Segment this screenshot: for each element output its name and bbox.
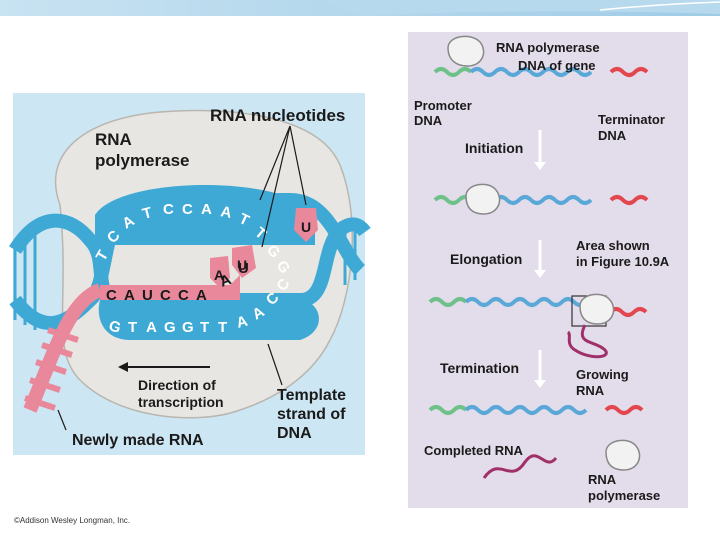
rna-polymerase-top-label: RNA polymerase — [496, 40, 600, 55]
svg-text:A: A — [219, 203, 233, 222]
gene-diagram — [433, 35, 649, 77]
completed-rna-label: Completed RNA — [424, 443, 524, 458]
rna-nucleotides-label: RNA nucleotides — [210, 106, 345, 125]
svg-text:A: A — [201, 201, 212, 218]
svg-text:T: T — [128, 319, 137, 336]
svg-text:C: C — [182, 201, 193, 218]
direction-label-line2: transcription — [138, 394, 224, 410]
rna-polymerase-label-line1: RNA — [95, 130, 132, 149]
rna-polymerase-label-line2: polymerase — [95, 151, 190, 170]
svg-text:T: T — [141, 204, 154, 223]
svg-text:T: T — [218, 319, 227, 336]
rna-polymerase-bottom-label-line1: RNA — [588, 472, 617, 487]
template-label-line3: DNA — [277, 425, 312, 442]
direction-arrowhead — [118, 362, 128, 372]
template-label-line1: Template — [277, 387, 346, 404]
termination-label: Termination — [440, 360, 519, 376]
svg-text:A: A — [214, 267, 224, 283]
transcription-stages-panel — [408, 32, 688, 508]
template-label-line2: strand of — [277, 406, 346, 423]
promoter-label-line1: Promoter — [414, 98, 472, 113]
nucleotides-pointers — [259, 125, 307, 248]
top-decorative-band — [0, 0, 720, 16]
svg-text:T: T — [200, 319, 209, 336]
termination-diagram — [428, 405, 644, 479]
template-pointer — [267, 343, 283, 386]
area-shown-label-line2: in Figure 10.9A — [576, 254, 670, 269]
svg-text:U: U — [237, 257, 247, 273]
free-nucleotide-bases: U U A — [214, 219, 311, 283]
svg-text:A: A — [146, 319, 157, 336]
initiation-label: Initiation — [465, 140, 523, 156]
initiation-diagram — [433, 183, 649, 215]
elongation-diagram — [428, 293, 648, 359]
rna-strand — [23, 275, 240, 413]
copyright-credit: ©Addison Wesley Longman, Inc. — [14, 516, 131, 525]
svg-text:C: C — [163, 201, 174, 218]
svg-text:U: U — [238, 260, 249, 277]
area-shown-label-line1: Area shown — [576, 238, 650, 253]
terminator-label-line2: DNA — [598, 128, 627, 143]
svg-text:G: G — [164, 319, 176, 336]
svg-text:C: C — [160, 287, 171, 304]
terminator-label-line1: Terminator — [598, 112, 665, 127]
svg-text:U: U — [301, 219, 311, 235]
elongation-label: Elongation — [450, 251, 522, 267]
direction-label-line1: Direction of — [138, 377, 216, 393]
newly-made-rna-label: Newly made RNA — [72, 432, 204, 449]
newly-made-rna-pointer — [57, 409, 67, 431]
svg-text:A: A — [124, 287, 135, 304]
svg-text:A: A — [235, 313, 250, 332]
rna-polymerase-icon — [447, 35, 485, 67]
svg-text:U: U — [142, 287, 153, 304]
growing-rna-label-line2: RNA — [576, 383, 605, 398]
rna-polymerase-shape — [54, 109, 353, 419]
growing-rna-label-line1: Growing — [576, 367, 629, 382]
promoter-label-line2: DNA — [414, 113, 443, 128]
svg-text:A: A — [196, 287, 207, 304]
dna-of-gene-label: DNA of gene — [518, 58, 596, 73]
svg-text:C: C — [106, 287, 117, 304]
svg-text:G: G — [107, 317, 123, 336]
free-nucleotides — [210, 208, 318, 288]
svg-text:G: G — [182, 319, 194, 336]
rna-polymerase-bottom-label-line2: polymerase — [588, 488, 660, 503]
svg-text:C: C — [178, 287, 189, 304]
